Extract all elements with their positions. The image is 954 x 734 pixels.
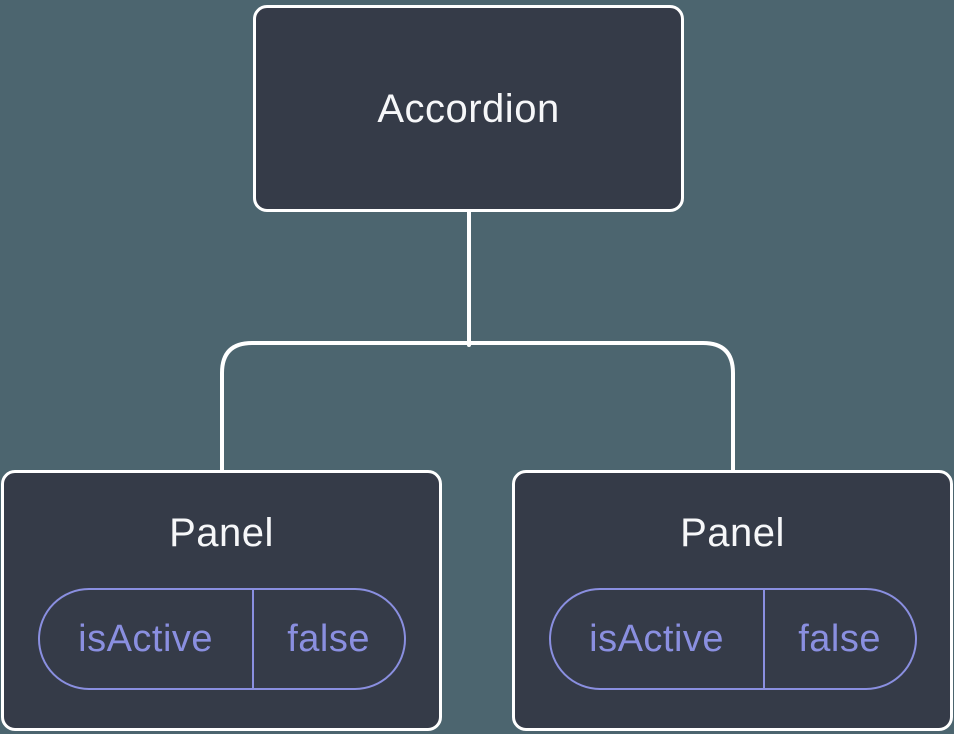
state-value: false: [287, 617, 370, 660]
panel-node-label: Panel: [680, 511, 785, 555]
state-key: isActive: [40, 590, 254, 688]
state-pill: isActive false: [548, 588, 917, 690]
connector-branch: [220, 341, 735, 474]
panel-node-right: Panel isActive false: [512, 470, 953, 731]
state-key: isActive: [551, 590, 765, 688]
accordion-node-label: Accordion: [377, 86, 560, 131]
panel-node-left: Panel isActive false: [1, 470, 442, 731]
state-pill: isActive false: [37, 588, 406, 690]
accordion-node: Accordion: [253, 5, 684, 212]
state-value: false: [798, 617, 881, 660]
panel-node-label: Panel: [169, 511, 274, 555]
